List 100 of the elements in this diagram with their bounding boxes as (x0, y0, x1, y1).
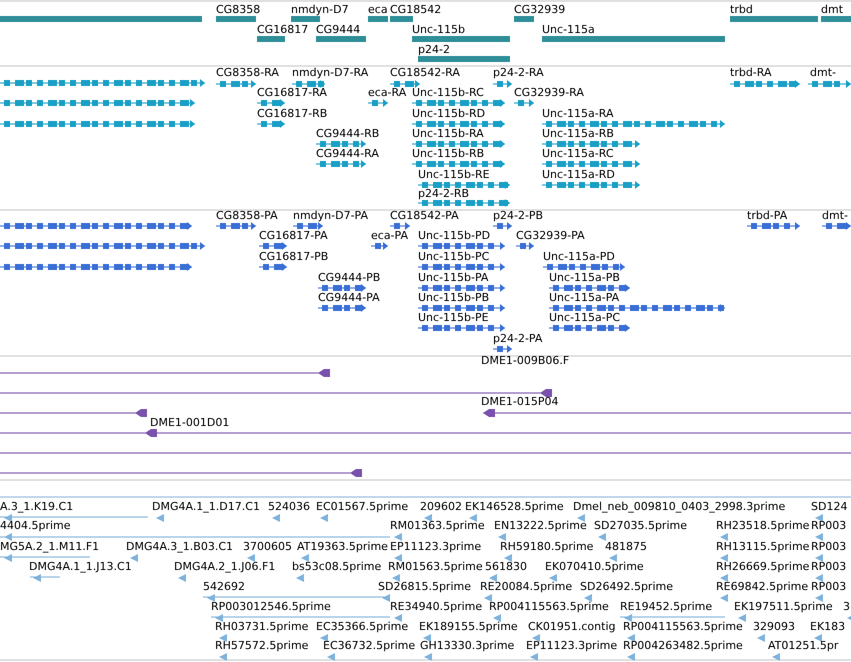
feature-label: Unc-115b-PE (418, 312, 489, 323)
feature-label: CG18542-RA (390, 67, 460, 78)
feature-label: Dmel_neb_009810_0403_2998.3prime (573, 501, 786, 512)
feature-label: 3700605 (243, 541, 292, 552)
feature-label: A.3_1.K19.C1 (0, 501, 74, 512)
feature-label: EP11123.3prime (390, 541, 482, 552)
feature-label: 329093 (753, 621, 795, 632)
feature-label: RE69842.5prime (716, 581, 808, 592)
feature-label: SD27035.5prime (594, 520, 687, 531)
feature-label: CG18542 (390, 4, 442, 15)
feature-label: Unc-115b (412, 24, 466, 35)
feature-label: DMG4A.3_1.B03.C1 (126, 541, 234, 552)
feature-label: EK070410.5prime (545, 561, 644, 572)
feature-label: Unc-115b-PC (418, 251, 490, 262)
feature-label: RE20084.5prime (480, 581, 572, 592)
feature-label: RP003 (811, 581, 846, 592)
feature-label: CG9444-PB (318, 272, 380, 283)
feature-label: nmdyn-D7-RA (292, 67, 368, 78)
feature-label: Unc-115a-PB (549, 272, 620, 283)
feature-label: CG8358 (216, 4, 260, 15)
feature-label: CG9444 (316, 24, 360, 35)
feature-label: RP004115563.5prime (623, 621, 743, 632)
feature-label: Unc-115b-RE (418, 169, 490, 180)
feature-label: CG16817-PA (259, 230, 328, 241)
feature-label: nmdyn-D7 (291, 4, 349, 15)
feature-label: Unc-115a-RB (542, 128, 614, 139)
feature-label: trbd-PA (747, 210, 788, 221)
feature-label: RE19452.5prime (620, 601, 712, 612)
feature-label: EC01567.5prime (316, 501, 408, 512)
feature-label: CG32939-RA (514, 87, 584, 98)
feature-label: Unc-115b-RB (412, 148, 484, 159)
feature-label: Unc-115b-RD (412, 108, 486, 119)
feature-label: RH13115.5prime (716, 541, 810, 552)
feature-label: GH13330.3prime (420, 640, 514, 651)
feature-label: RP003 (811, 541, 846, 552)
feature-label: dmt- (810, 67, 836, 78)
feature-label: eca (368, 4, 388, 15)
feature-label: CG16817 (257, 24, 308, 35)
feature-label: 481875 (605, 541, 647, 552)
feature-label: EC36732.5prime (323, 640, 416, 651)
feature-label: RH59180.5prime (500, 541, 594, 552)
feature-label: Unc-115b-RC (412, 87, 484, 98)
feature-label: RH03731.5prime (215, 621, 308, 632)
feature-label: CG8358-PA (216, 210, 278, 221)
feature-label: RH57572.5prime (215, 640, 308, 651)
feature-label: Unc-115b-PD (418, 230, 490, 241)
feature-label: Unc-115a-RA (542, 108, 614, 119)
feature-label: CG16817-RA (257, 87, 327, 98)
feature-label: CG32939-PA (516, 230, 585, 241)
feature-label: 561830 (485, 561, 527, 572)
feature-label: EK146528.5prime (465, 501, 564, 512)
feature-label: 524036 (268, 501, 310, 512)
feature-label: eca-RA (368, 87, 406, 98)
feature-label: p24-2 (418, 44, 450, 55)
feature-label: CG32939 (514, 4, 566, 15)
feature-label: Unc-115a-RC (542, 148, 614, 159)
feature-label: trbd-RA (730, 67, 772, 78)
feature-label: RE34940.5prime (390, 601, 482, 612)
feature-label: CG9444-RB (316, 128, 380, 139)
feature-label: RM01363.5prime (390, 520, 485, 531)
feature-label: Unc-115b-PA (418, 272, 488, 283)
feature-label: RP003 (811, 520, 846, 531)
feature-label: Unc-115a (542, 24, 595, 35)
feature-label: trbd (730, 4, 753, 15)
feature-label: RP004115563.5prime (489, 601, 609, 612)
feature-label: EK183 (810, 621, 846, 632)
feature-label: nmdyn-D7-PA (293, 210, 368, 221)
feature-label: 4404.5prime (0, 520, 71, 531)
feature-label: eca-PA (371, 230, 408, 241)
feature-label: Unc-115a-PA (549, 292, 620, 303)
feature-label: p24-2-RA (493, 67, 544, 78)
feature-label: DME1-009B06.F (481, 355, 570, 366)
feature-label: RP003 (811, 561, 846, 572)
feature-label: DMG4A.2_1.J06.F1 (174, 561, 276, 572)
feature-label: AT01251.5pr (768, 640, 838, 651)
feature-label: bs53c08.5prime (292, 561, 382, 572)
feature-label: dmt (821, 4, 844, 15)
feature-label: RP004263482.5prime (623, 640, 743, 651)
feature-label: SD124 (811, 501, 848, 512)
feature-label: p24-2-RB (418, 188, 470, 199)
feature-label: RH23518.5prime (716, 520, 810, 531)
feature-label: EK197511.5prime (734, 601, 833, 612)
feature-label: Unc-115a-PC (549, 312, 620, 323)
feature-label: CG9444-PA (318, 292, 380, 303)
feature-label: DMG4A.1_1.D17.C1 (152, 501, 260, 512)
feature-label: 3 (843, 601, 850, 612)
feature-label: p24-2-PA (493, 333, 542, 344)
feature-label: DME1-001D01 (150, 417, 230, 428)
feature-label: Unc-115a-RD (542, 169, 615, 180)
feature-label: Unc-115b-PB (418, 292, 490, 303)
feature-label: RH26669.5prime (716, 561, 810, 572)
feature-label: CG9444-RA (316, 148, 379, 159)
feature-label: CG16817-PB (259, 251, 328, 262)
feature-label: EK189155.5prime (419, 621, 518, 632)
feature-label: DMG4A.1_1.J13.C1 (29, 561, 132, 572)
feature-label: Unc-115a-PD (543, 251, 615, 262)
feature-label: SD26815.5prime (378, 581, 471, 592)
feature-label: Unc-115b-RA (412, 128, 484, 139)
feature-label: DME1-015P04 (481, 396, 559, 407)
feature-label: AT19363.5prime (297, 541, 388, 552)
